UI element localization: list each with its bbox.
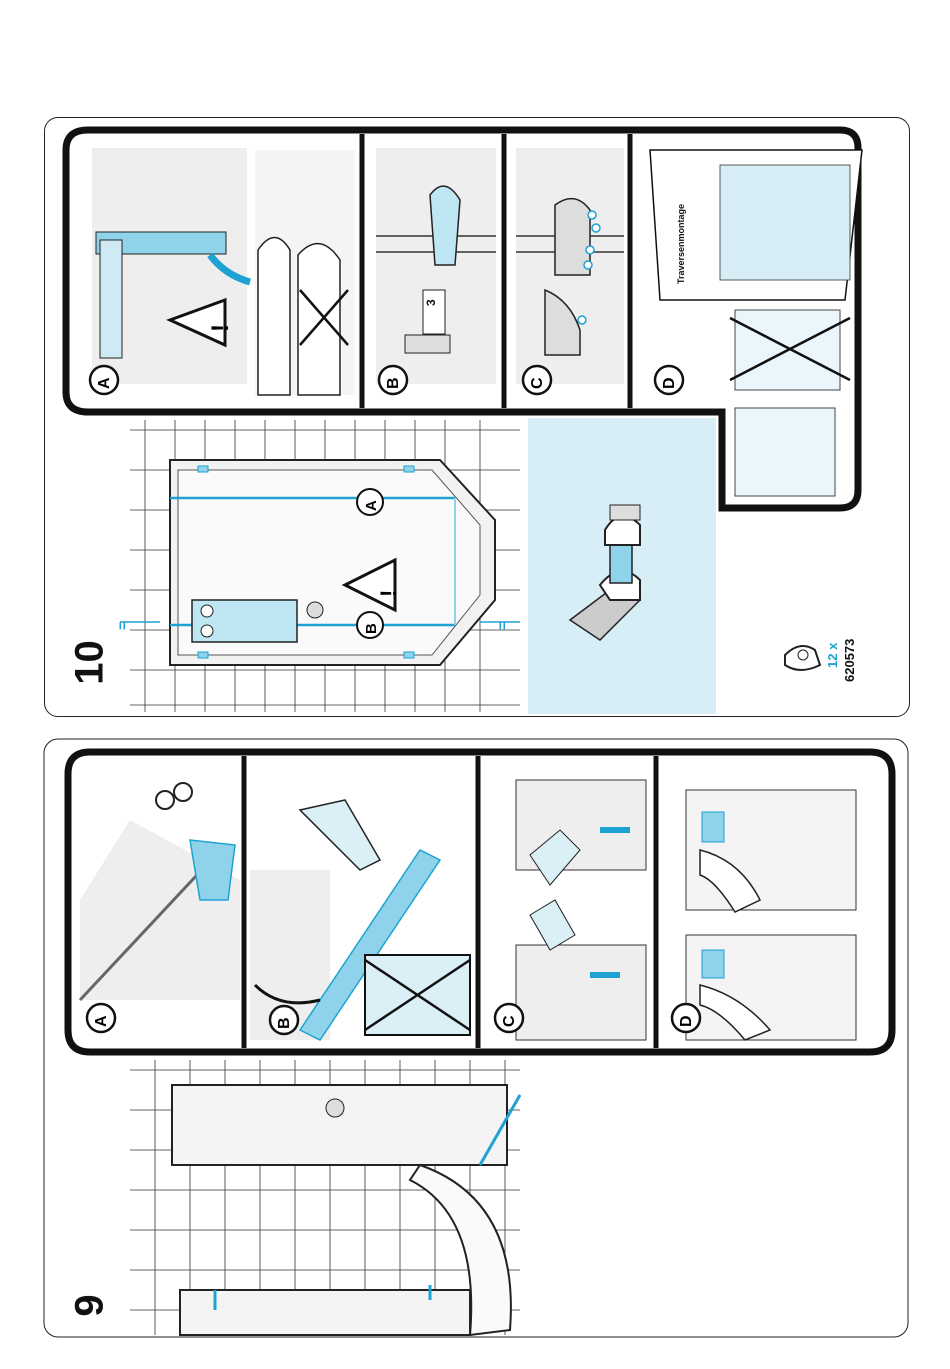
step-10-label-c: C — [529, 377, 547, 389]
step-10-detail-frame — [66, 130, 862, 508]
step-10-overview — [120, 420, 520, 712]
booklet-title: Traversenmontage — [676, 204, 686, 284]
step-9-number: 9 — [68, 1276, 113, 1336]
step-10-label-d: D — [661, 377, 679, 389]
step-10-warning-a: ! — [207, 324, 235, 332]
screw-size-mark: 3 — [424, 299, 438, 306]
step-9-label-b: B — [276, 1017, 294, 1029]
step-10-part-icon — [785, 646, 820, 670]
step-10-label-a: A — [96, 377, 114, 389]
step-9-label-d: D — [678, 1015, 696, 1027]
step-9-label-a: A — [93, 1015, 111, 1027]
step-9-panel — [44, 739, 908, 1337]
step-9-label-c: C — [501, 1015, 519, 1027]
part-quantity: 12 x — [825, 643, 840, 668]
step-10-overview-label-a: A — [363, 500, 380, 511]
step-10-warning-overview: ! — [376, 590, 402, 597]
step-10-number: 10 — [68, 633, 113, 693]
level-mark-right: = — [494, 622, 510, 630]
level-mark-left: = — [114, 622, 130, 630]
step-10-label-b: B — [385, 377, 403, 389]
part-number: 620573 — [842, 639, 857, 682]
step-10-overview-label-b: B — [363, 623, 380, 634]
step-10-profile-detail — [528, 418, 716, 714]
